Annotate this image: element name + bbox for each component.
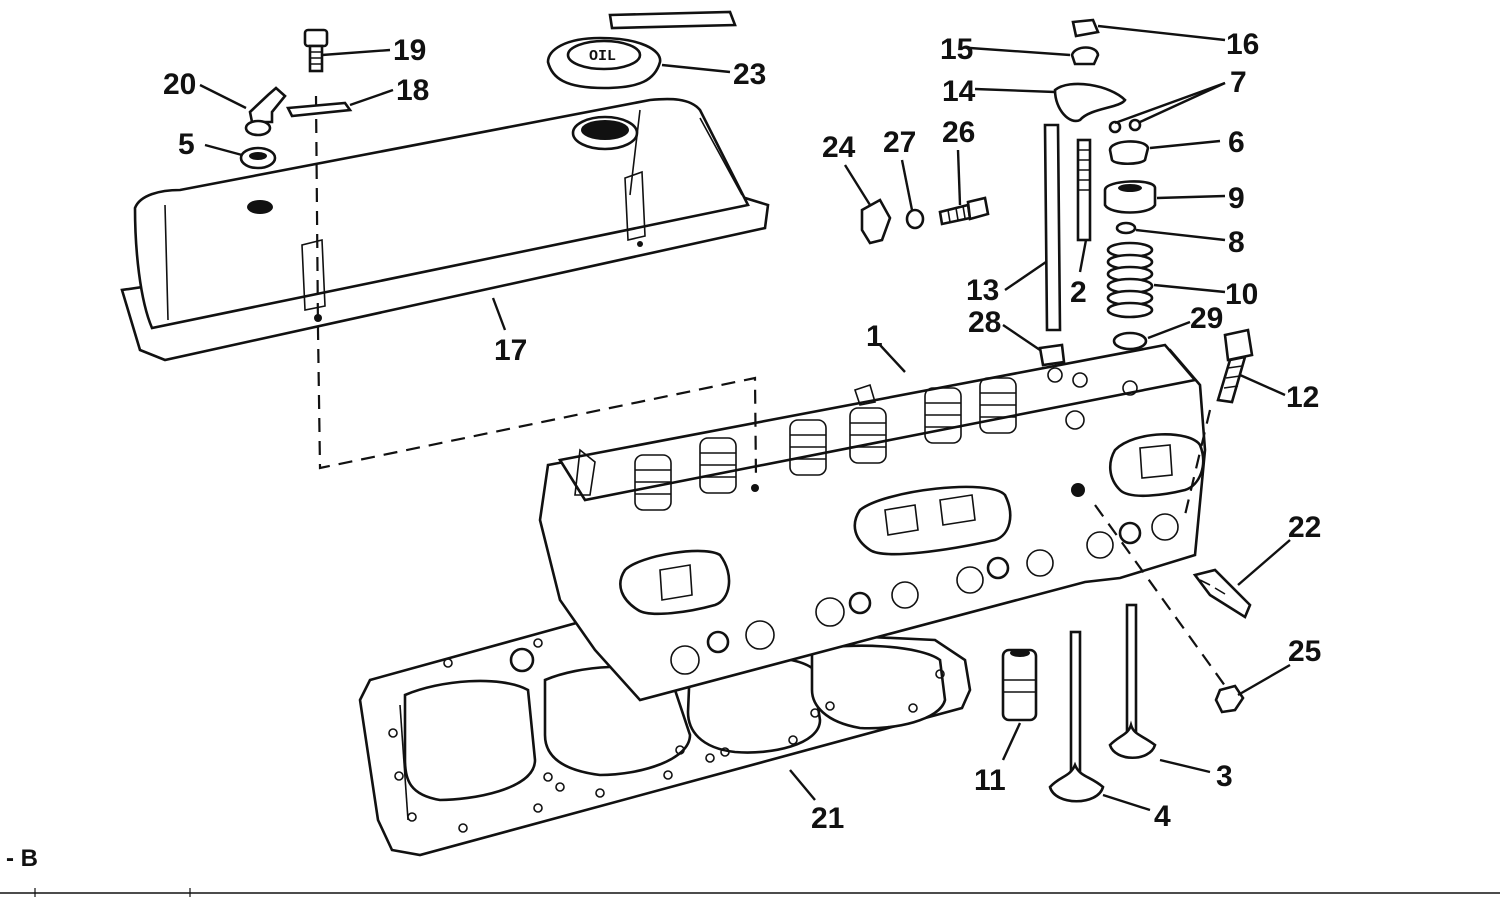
- push-rod-guide: [1038, 343, 1066, 367]
- pcv-elbow: [244, 86, 287, 137]
- callout-27: 27: [883, 126, 916, 159]
- callout-labels: 1 2 3 4 5 6 7 8 9 10 11 12 13 14 15 16 1…: [163, 28, 1321, 835]
- spark-wire-clip: [860, 198, 892, 245]
- callout-21: 21: [811, 802, 844, 835]
- callout-1: 1: [866, 320, 883, 353]
- callout-22: 22: [1288, 511, 1321, 544]
- callout-23: 23: [733, 58, 766, 91]
- valve-shield: [1103, 180, 1157, 214]
- retainer-plate: [285, 101, 353, 118]
- intake-valve: [1108, 603, 1157, 759]
- callout-4: 4: [1154, 800, 1171, 833]
- callout-28: 28: [968, 306, 1001, 339]
- callout-20: 20: [163, 68, 196, 101]
- callout-9: 9: [1228, 182, 1245, 215]
- cylinder-head-bolt: [1216, 328, 1254, 404]
- callout-10: 10: [1225, 278, 1258, 311]
- callout-14: 14: [942, 75, 976, 108]
- callout-29: 29: [1190, 302, 1223, 335]
- exhaust-valve: [1048, 630, 1105, 803]
- callout-11: 11: [974, 764, 1006, 797]
- valve-spring: [1106, 241, 1154, 319]
- hex-plug: [1214, 684, 1245, 714]
- valve-cap: [1108, 140, 1150, 166]
- figure-label: 3 - B: [0, 845, 38, 872]
- callout-5: 5: [178, 128, 195, 161]
- rocker-arm-nut: [1071, 18, 1100, 38]
- clip-bolt: [938, 196, 990, 226]
- rocker-arm-stud: [1076, 138, 1092, 242]
- alignment-dashed-line-stud: [1094, 504, 1229, 691]
- spring-washer: [1112, 331, 1148, 351]
- callout-18: 18: [396, 74, 429, 107]
- valve-keys: [1108, 118, 1142, 134]
- temperature-sender: [1192, 568, 1252, 619]
- o-ring-seal: [1115, 221, 1137, 235]
- callout-3: 3: [1216, 760, 1233, 793]
- callout-7: 7: [1230, 66, 1247, 99]
- bottom-rule: [0, 888, 1500, 897]
- oil-filler-cap: OIL: [546, 10, 737, 90]
- rocker-ball: [1070, 46, 1100, 66]
- callout-24: 24: [822, 131, 856, 164]
- push-rod: [1043, 123, 1062, 332]
- callout-2: 2: [1070, 276, 1087, 309]
- alignment-dashed-line-bolt: [1183, 409, 1212, 516]
- callout-8: 8: [1228, 226, 1245, 259]
- head-gasket: [358, 620, 972, 857]
- rocker-arm: [1053, 82, 1127, 123]
- valve-cover-bolt: [303, 28, 329, 73]
- callout-16: 16: [1226, 28, 1259, 61]
- lock-washer: [905, 208, 925, 230]
- callout-13: 13: [966, 274, 999, 307]
- valve-lifter: [1001, 648, 1038, 722]
- alignment-dashed-line: [314, 95, 758, 481]
- callout-12: 12: [1286, 381, 1319, 414]
- leader-lines: [199, 24, 1291, 812]
- cylinder-head: [538, 343, 1207, 702]
- valve-cover: [120, 97, 770, 362]
- grommet: [239, 146, 277, 170]
- callout-6: 6: [1228, 126, 1245, 159]
- callout-25: 25: [1288, 635, 1321, 668]
- callout-17: 17: [494, 334, 527, 367]
- callout-19: 19: [393, 34, 426, 67]
- callout-26: 26: [942, 116, 975, 149]
- oil-cap-text: OIL: [589, 48, 616, 65]
- callout-15: 15: [940, 33, 973, 66]
